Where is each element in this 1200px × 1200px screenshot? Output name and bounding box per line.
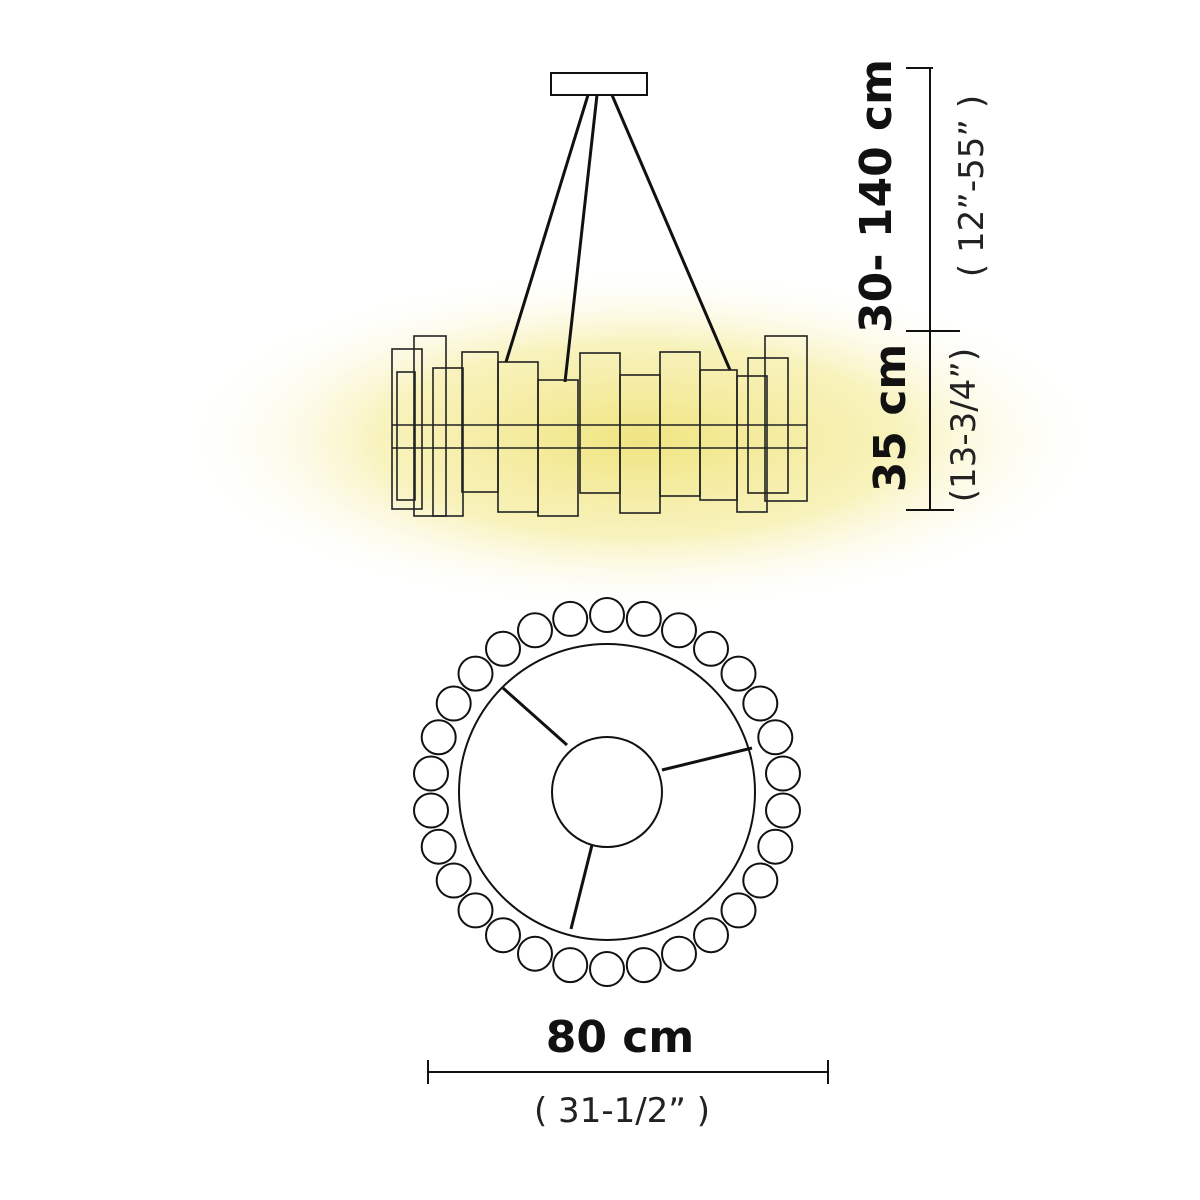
suspension-cables: [504, 94, 732, 383]
bead: [485, 630, 521, 667]
bead: [457, 892, 494, 929]
bead: [720, 655, 757, 692]
spoke: [502, 686, 568, 747]
spoke: [569, 844, 594, 930]
height-imperial: (13-3/4”): [944, 348, 984, 502]
cable-right: [610, 94, 732, 371]
bead: [625, 600, 662, 637]
bead: [720, 892, 757, 929]
bead: [661, 612, 697, 649]
bead: [552, 600, 589, 637]
bead: [420, 719, 457, 756]
bead: [693, 630, 729, 667]
suspension-length-imperial: ( 12”-55” ): [952, 95, 992, 277]
bead: [420, 828, 457, 865]
bead: [661, 935, 697, 972]
side-view: [170, 72, 1110, 615]
spoke: [661, 746, 753, 772]
bead: [413, 755, 449, 792]
spokes: [502, 686, 753, 930]
bead: [435, 685, 472, 722]
cable-left: [504, 94, 590, 363]
bead: [435, 862, 472, 899]
hub-canopy: [551, 736, 663, 848]
bead: [757, 719, 794, 756]
bead: [742, 685, 779, 722]
bead: [625, 947, 662, 984]
bead: [765, 792, 801, 829]
bead: [457, 655, 494, 692]
bead: [517, 935, 553, 972]
bead: [517, 612, 553, 649]
ceiling-canopy: [550, 72, 648, 96]
diameter-imperial: ( 31-1/2” ): [534, 1091, 710, 1131]
suspension-length-label: 30- 140 cm: [851, 59, 902, 333]
bead: [765, 755, 801, 792]
bead: [742, 862, 779, 899]
cable-center: [563, 94, 599, 383]
bead: [589, 951, 625, 987]
height-dimension: [906, 67, 960, 511]
plan-view: [413, 597, 801, 987]
bead: [757, 828, 794, 865]
bead-ring: [413, 597, 801, 987]
shade-band: [391, 335, 808, 517]
diameter-label: 80 cm: [546, 1012, 694, 1063]
bead: [693, 917, 729, 954]
bead: [485, 917, 521, 954]
light-glow: [170, 265, 1110, 615]
width-dimension: [427, 1060, 829, 1084]
bead: [589, 597, 625, 633]
height-label: 35 cm: [865, 344, 916, 492]
bead: [413, 792, 449, 829]
bead: [552, 947, 589, 984]
